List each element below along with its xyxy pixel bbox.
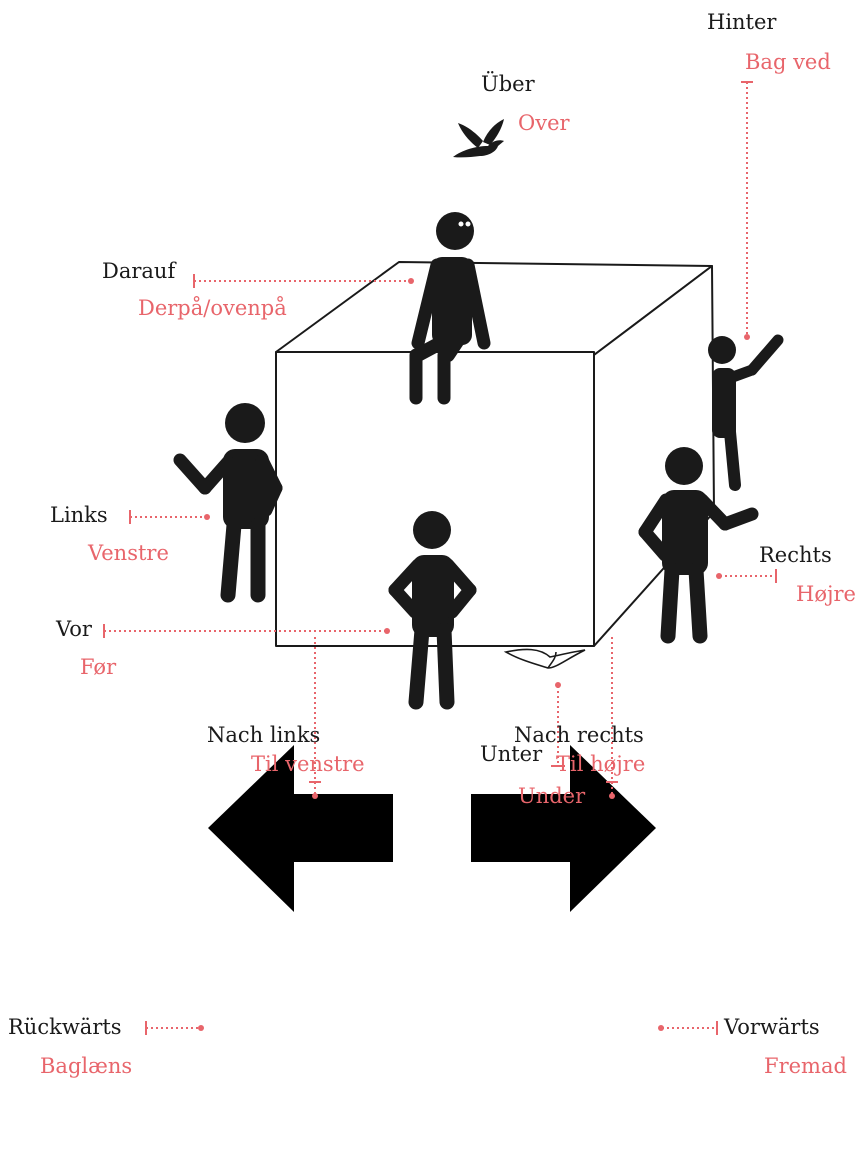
label-darauf-da: Derpå/ovenpå: [138, 298, 287, 319]
stick-figure-icon: [708, 336, 778, 485]
label-hinter-da: Bag ved: [745, 52, 831, 73]
label-rueckwaerts-de: Rückwärts: [8, 1017, 122, 1038]
cube: [276, 262, 714, 646]
label-vorwaerts-de: Vorwärts: [724, 1017, 820, 1038]
paper-sheet-icon: [506, 649, 585, 668]
label-nach-rechts-da: Til højre: [556, 754, 645, 775]
label-ueber-de: Über: [481, 74, 535, 95]
label-links-da: Venstre: [88, 543, 169, 564]
label-vor-da: Før: [80, 657, 116, 678]
label-vorwaerts-da: Fremad: [764, 1056, 847, 1077]
label-links-de: Links: [50, 505, 108, 526]
label-vor-de: Vor: [56, 619, 92, 640]
label-rechts-da: Højre: [796, 584, 856, 605]
stick-figure-icon: [180, 403, 276, 595]
label-unter-da: Under: [518, 786, 585, 807]
label-nach-links-da: Til venstre: [251, 754, 365, 775]
label-rueckwaerts-da: Baglæns: [40, 1056, 132, 1077]
label-nach-rechts-de: Nach rechts: [514, 725, 644, 746]
label-hinter-de: Hinter: [707, 12, 776, 33]
label-ueber-da: Over: [518, 113, 570, 134]
label-nach-links-de: Nach links: [207, 725, 320, 746]
label-unter-de: Unter: [480, 744, 542, 765]
bird-icon: [453, 119, 504, 157]
label-darauf-de: Darauf: [102, 261, 175, 282]
label-rechts-de: Rechts: [759, 545, 832, 566]
